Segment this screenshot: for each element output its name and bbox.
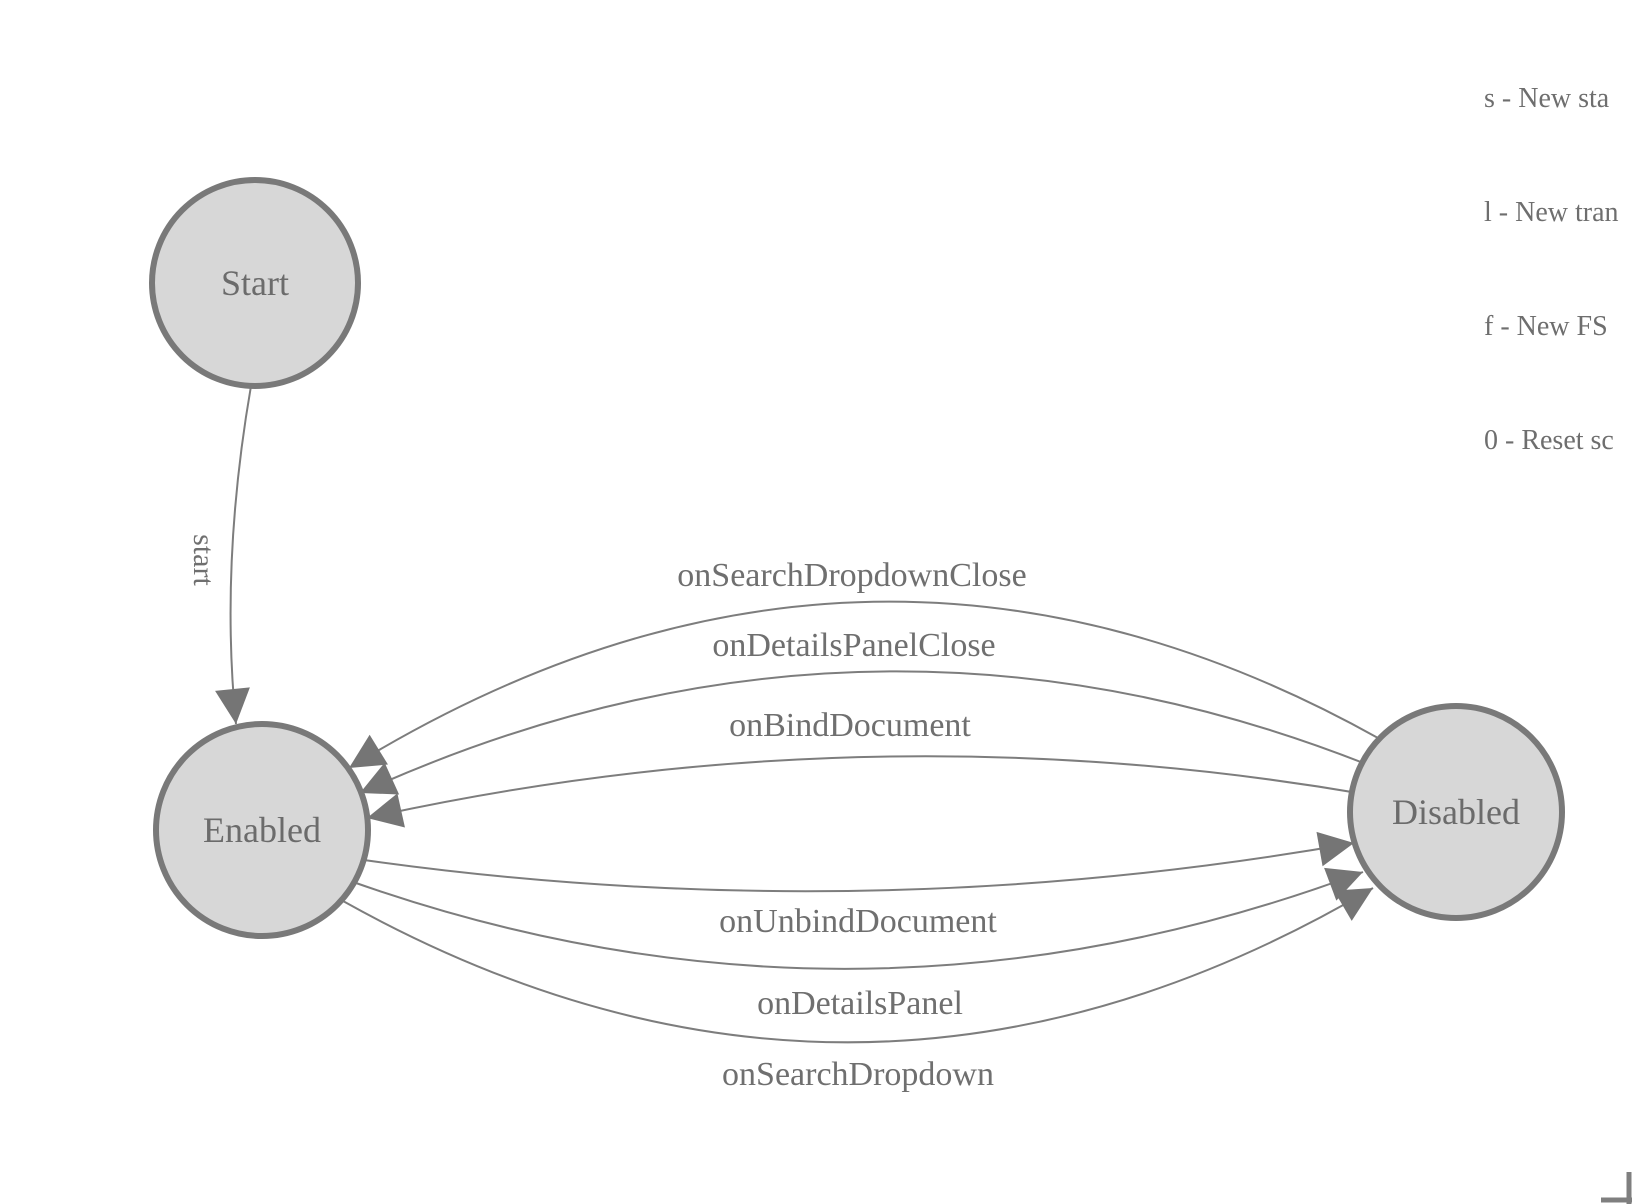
transition-edge-onunbinddocument[interactable]	[363, 831, 1355, 893]
state-node-start[interactable]	[149, 177, 361, 389]
transition-edge-ondetailspanelclose[interactable]	[359, 670, 1372, 795]
node-label-start: Start	[221, 263, 289, 303]
state-node-enabled[interactable]	[153, 721, 371, 939]
state-node-disabled[interactable]	[1347, 703, 1565, 921]
legend-line-new-fsm: f - New FS	[1484, 311, 1608, 342]
edge-label-onunbinddocument: onUnbindDocument	[719, 903, 997, 940]
edge-label-ondetailspanel: onDetailsPanel	[757, 985, 963, 1022]
edge-label-ondetailspanelclose: onDetailsPanelClose	[712, 627, 996, 664]
legend-line-new-state: s - New sta	[1484, 83, 1610, 114]
edge-label-start: start	[187, 534, 220, 586]
edge-label-onsearchdropdownclose: onSearchDropdownClose	[677, 557, 1027, 594]
legend-line-reset: 0 - Reset sc	[1484, 425, 1614, 456]
transition-edge-ondetailspanel[interactable]	[355, 867, 1364, 970]
corner-mark	[1601, 1172, 1632, 1204]
edge-label-onbinddocument: onBindDocument	[729, 707, 971, 744]
transition-edge-onsearchdropdownclose[interactable]	[348, 600, 1379, 769]
transition-edge-start[interactable]	[215, 385, 252, 725]
node-label-disabled: Disabled	[1392, 792, 1520, 832]
transition-edge-onsearchdropdown[interactable]	[342, 887, 1374, 1044]
shortcut-legend: s - New sta l - New tran f - New FS 0 - …	[1484, 4, 1619, 498]
node-label-enabled: Enabled	[203, 810, 321, 850]
legend-line-new-transition: l - New tran	[1484, 197, 1619, 228]
edge-label-onsearchdropdown: onSearchDropdown	[722, 1056, 994, 1093]
transition-edge-onbinddocument[interactable]	[366, 755, 1365, 828]
